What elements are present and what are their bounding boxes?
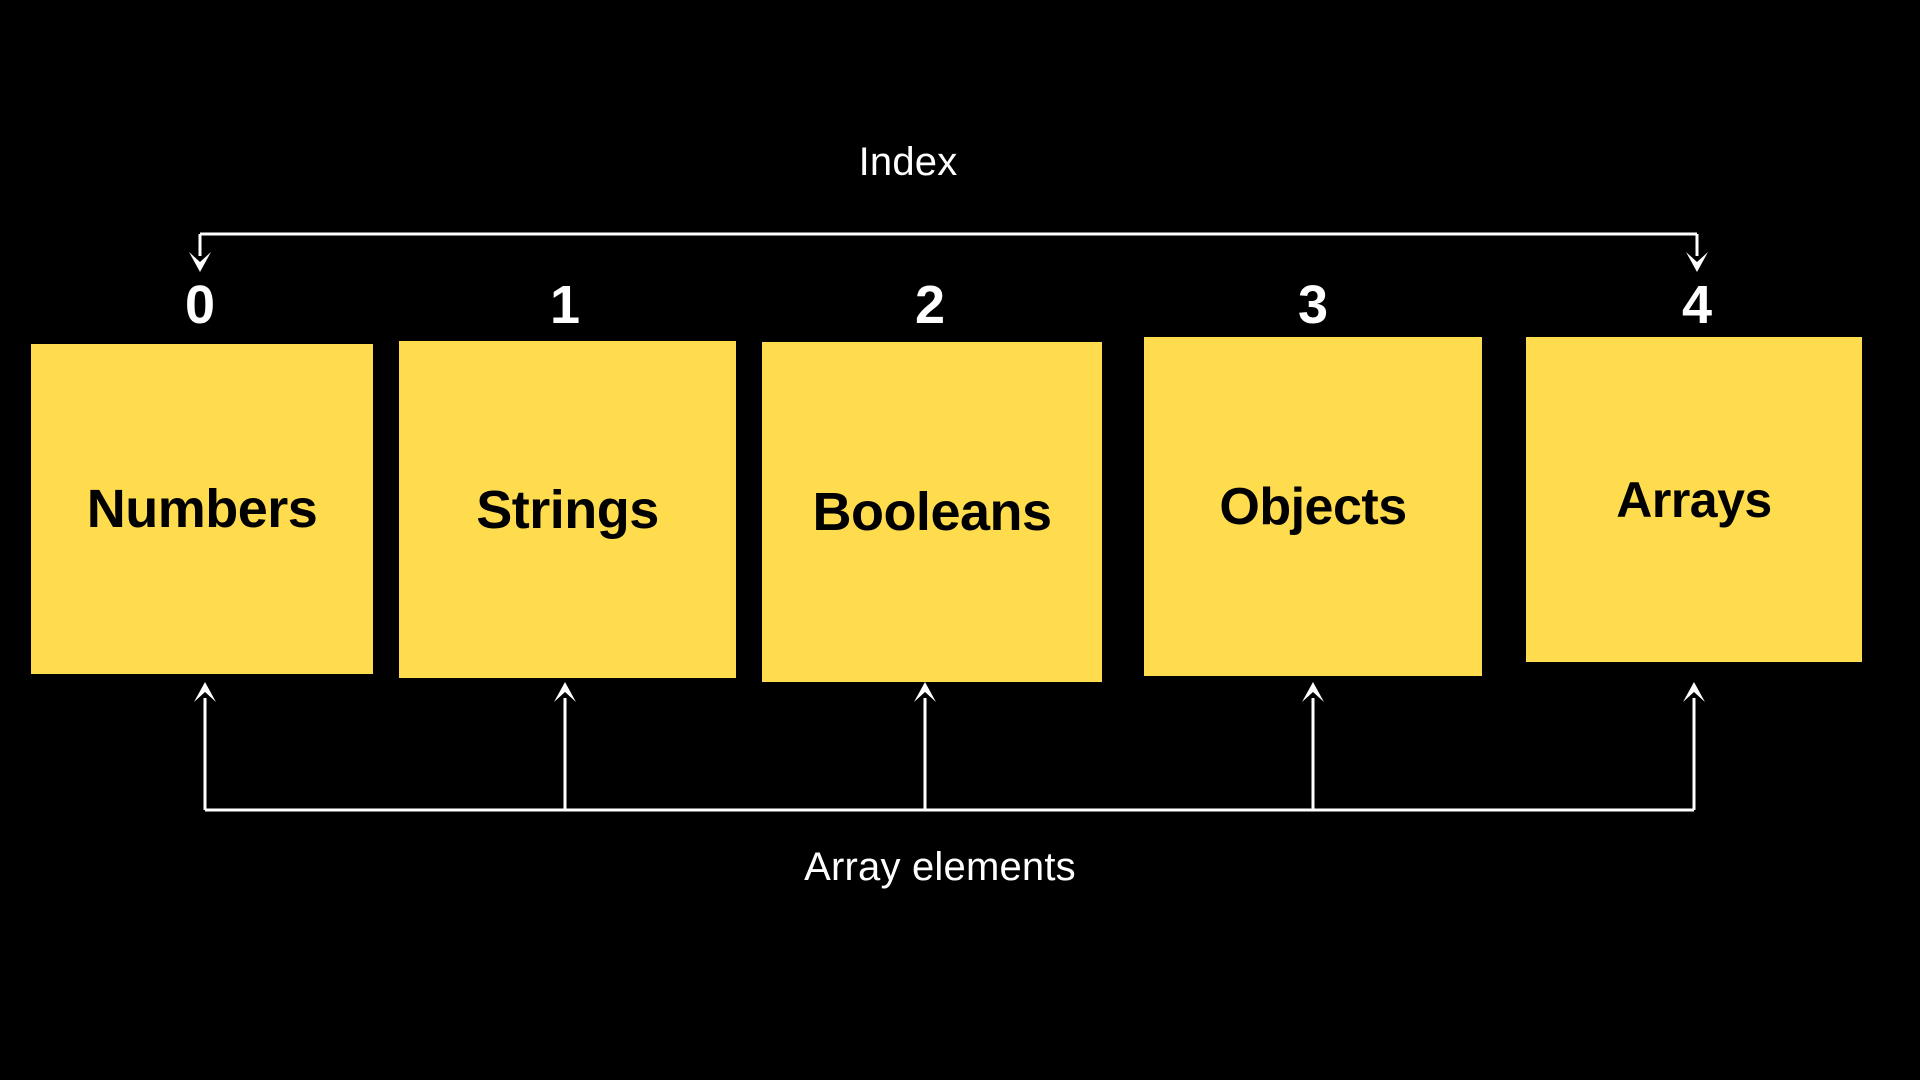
array-element-arrowhead-3	[1302, 682, 1324, 702]
array-element-arrowhead-2	[914, 682, 936, 702]
array-cell-objects[interactable]: Objects	[1144, 337, 1482, 676]
index-arrowhead-left	[189, 252, 211, 272]
index-caption-text: Index	[858, 140, 958, 184]
array-cell-label: Numbers	[86, 479, 318, 539]
array-elements-caption: Array elements	[0, 845, 1920, 890]
index-caption: Index	[0, 140, 1920, 185]
index-number-0: 0	[184, 275, 216, 335]
array-cell-label: Objects	[1219, 477, 1407, 536]
index-number-4: 4	[1681, 275, 1713, 335]
array-cell-numbers[interactable]: Numbers	[31, 344, 373, 674]
array-cell-label: Booleans	[812, 482, 1052, 542]
array-elements-caption-text: Array elements	[804, 845, 1076, 889]
array-cell-strings[interactable]: Strings	[399, 341, 736, 678]
index-number-2: 2	[914, 275, 946, 335]
array-cell-arrays[interactable]: Arrays	[1526, 337, 1862, 662]
array-element-arrowhead-0	[194, 682, 216, 702]
array-element-arrowhead-1	[554, 682, 576, 702]
array-cell-label: Strings	[476, 479, 659, 540]
index-number-3: 3	[1297, 275, 1329, 335]
index-number-1: 1	[549, 275, 581, 335]
index-arrowhead-right	[1686, 252, 1708, 272]
array-cell-label: Arrays	[1616, 471, 1772, 528]
array-cell-booleans[interactable]: Booleans	[762, 342, 1102, 682]
array-element-arrowhead-4	[1683, 682, 1705, 702]
